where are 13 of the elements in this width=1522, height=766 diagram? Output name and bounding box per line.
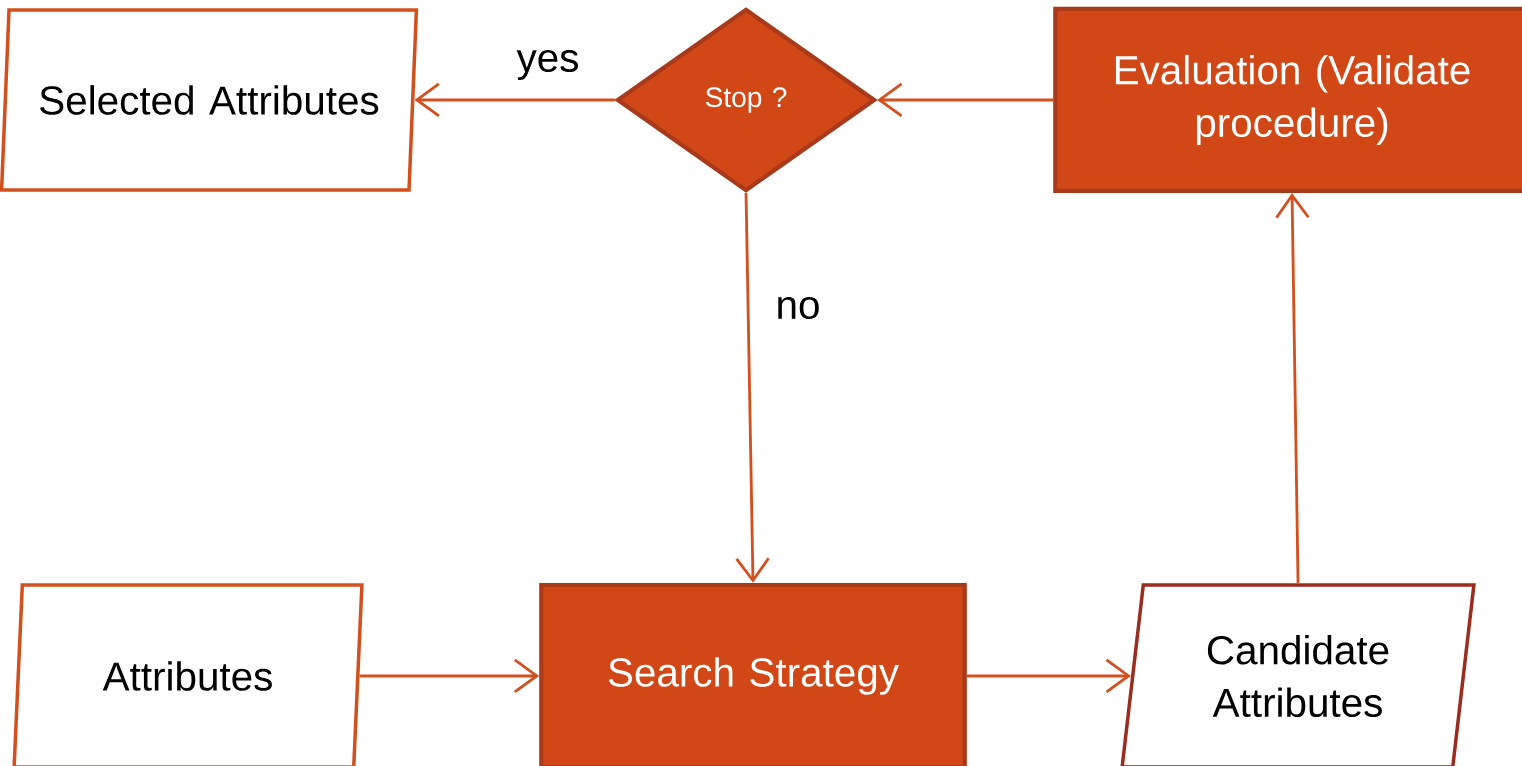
process-box: Evaluation (Validate procedure) [1053,6,1522,194]
process-box: Search Strategy [539,582,967,766]
arrow [414,82,615,118]
edge-label: no [772,293,824,323]
arrow [966,658,1131,694]
edge-label: yes [513,46,583,84]
arrow [1275,193,1310,584]
data-box: Selected Attributes [0,8,419,192]
arrow [359,658,540,694]
data-box: Attributes [12,583,364,766]
arrow [735,193,770,583]
arrow [877,82,1054,118]
data-box: Candidate Attributes [1120,583,1476,766]
